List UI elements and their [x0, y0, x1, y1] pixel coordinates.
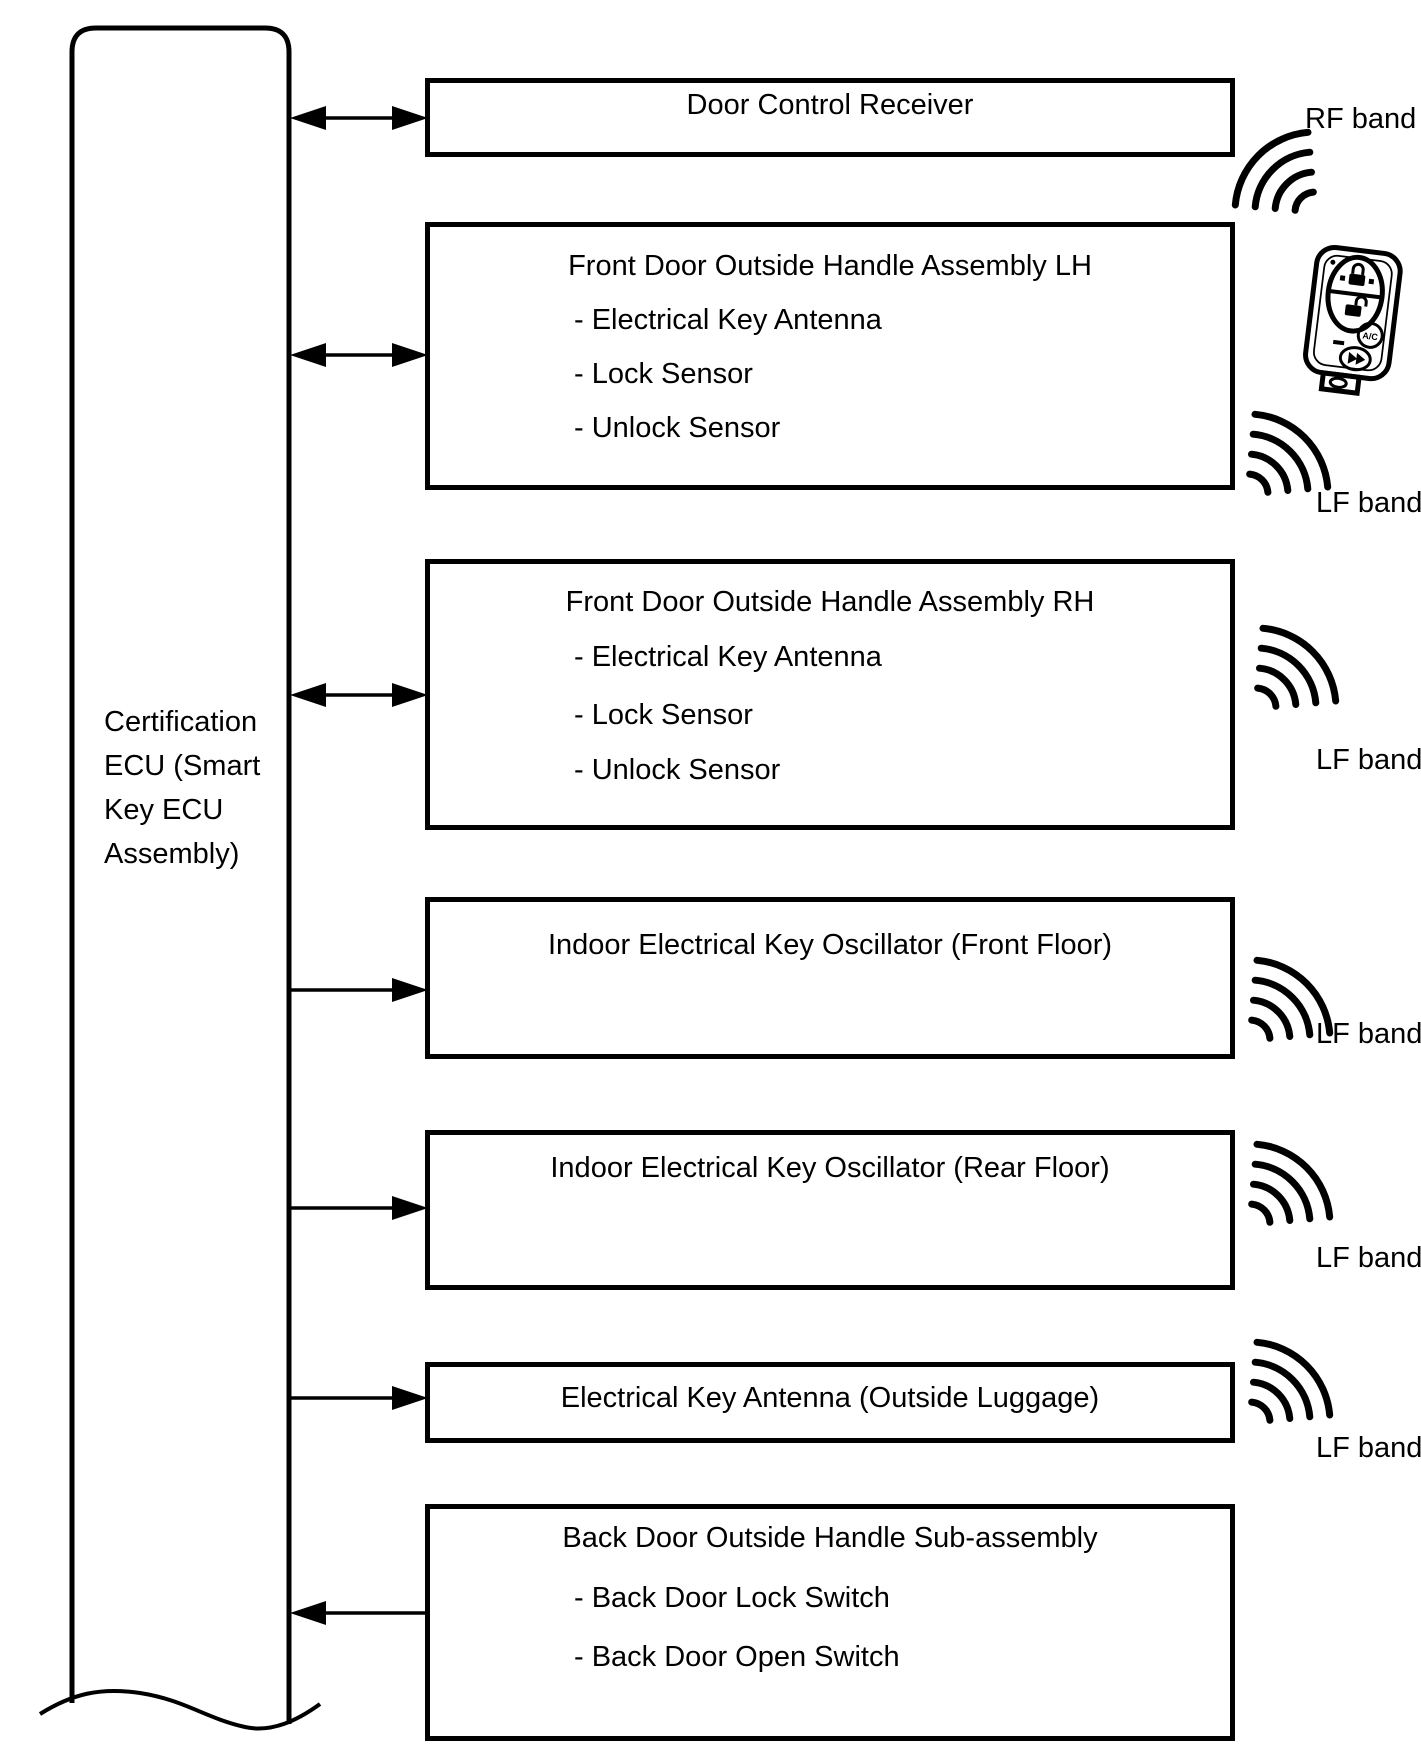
- fob-panic-button: [1338, 346, 1372, 372]
- connector-front-door-handle-lh: [290, 343, 428, 367]
- node-back-door-handle: Back Door Outside Handle Sub-assembly - …: [425, 1504, 1235, 1741]
- ecu-label: Certification ECU (Smart Key ECU Assembl…: [104, 700, 260, 876]
- connector-door-control-receiver: [290, 106, 428, 130]
- node-door-control-receiver: Door Control Receiver: [425, 78, 1235, 157]
- ecu-box-outline: [69, 25, 292, 1724]
- node-title: Electrical Key Antenna (Outside Luggage): [560, 1382, 1100, 1414]
- node-item: - Back Door Lock Switch: [574, 1582, 890, 1614]
- node-item: - Back Door Open Switch: [574, 1641, 900, 1673]
- fob-lock-unlock-buttons: [1325, 254, 1385, 334]
- node-title: Front Door Outside Handle Assembly RH: [565, 586, 1095, 618]
- ecu-label-line: Certification: [104, 706, 258, 738]
- node-oscillator-rear-floor: Indoor Electrical Key Oscillator (Rear F…: [425, 1130, 1235, 1290]
- lf-wave-icon-front-door-rh: [1258, 628, 1336, 706]
- connector-oscillator-front-floor: [291, 978, 428, 1002]
- node-title: Back Door Outside Handle Sub-assembly: [562, 1522, 1098, 1554]
- node-title: Front Door Outside Handle Assembly LH: [568, 250, 1092, 282]
- connector-front-door-handle-rh: [290, 683, 428, 707]
- node-title: Indoor Electrical Key Oscillator (Front …: [547, 929, 1113, 961]
- connector-oscillator-rear-floor: [291, 1196, 428, 1220]
- lf-wave-icon-rear-floor: [1252, 1144, 1330, 1222]
- fob-led-dot: [1330, 259, 1336, 265]
- node-item: - Electrical Key Antenna: [574, 641, 882, 673]
- node-item: - Unlock Sensor: [574, 412, 781, 444]
- ecu-label-line: ECU (Smart: [104, 750, 261, 782]
- lf-wave-icon-outside-luggage: [1252, 1342, 1330, 1420]
- ecu-break-line: [38, 1688, 322, 1731]
- lf-band-label-front-door-rh: LF band: [1316, 744, 1421, 776]
- rf-band-label: RF band: [1305, 103, 1417, 135]
- fob-unlock-icon: [1344, 295, 1368, 317]
- connector-back-door-handle: [290, 1601, 428, 1625]
- node-front-door-handle-rh: Front Door Outside Handle Assembly RH - …: [425, 559, 1235, 830]
- fob-ac-button: A/C: [1356, 321, 1384, 349]
- node-front-door-handle-lh: Front Door Outside Handle Assembly LH - …: [425, 222, 1235, 490]
- ecu-label-line: Assembly): [104, 838, 240, 870]
- ecu-label-line: Key ECU: [104, 794, 224, 826]
- connector-antenna-outside-luggage: [291, 1386, 428, 1410]
- node-oscillator-front-floor: Indoor Electrical Key Oscillator (Front …: [425, 897, 1235, 1059]
- lf-band-label-front-door-lh: LF band: [1316, 487, 1421, 519]
- lf-band-label-outside-luggage: LF band: [1316, 1432, 1421, 1464]
- node-title: Indoor Electrical Key Oscillator (Rear F…: [550, 1152, 1110, 1184]
- rf-wave-icon: [1235, 132, 1313, 210]
- node-item: - Electrical Key Antenna: [574, 304, 882, 336]
- smart-key-fob-icon: A/C: [1303, 244, 1403, 396]
- fob-lock-icon: [1339, 262, 1375, 287]
- fob-hold-mark: [1332, 339, 1345, 346]
- node-item: - Lock Sensor: [574, 699, 753, 731]
- fob-ac-label: A/C: [1362, 330, 1379, 342]
- node-title: Door Control Receiver: [686, 89, 974, 121]
- node-antenna-outside-luggage: Electrical Key Antenna (Outside Luggage): [425, 1362, 1235, 1443]
- lf-band-label-front-floor: LF band: [1316, 1018, 1421, 1050]
- lf-wave-icon-front-door-lh: [1250, 414, 1328, 492]
- fob-key-ring-tab: [1318, 370, 1362, 396]
- node-item: - Unlock Sensor: [574, 754, 781, 786]
- lf-band-label-rear-floor: LF band: [1316, 1242, 1421, 1274]
- node-item: - Lock Sensor: [574, 358, 753, 390]
